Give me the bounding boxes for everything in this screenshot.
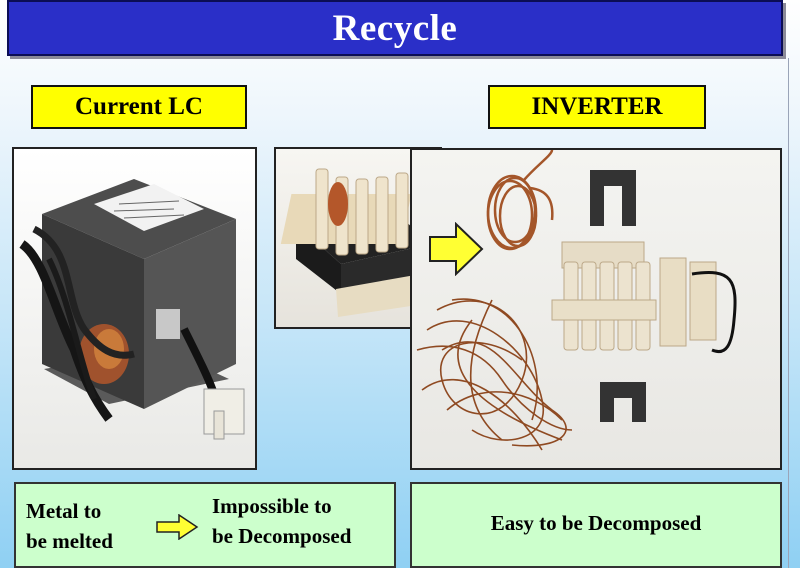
right-arrow-icon: [155, 513, 199, 541]
slide-title: Recycle: [332, 7, 458, 49]
inverter-label-text: INVERTER: [531, 93, 663, 120]
right-arrow-icon: [428, 221, 484, 277]
inverter-disassembled-parts-photo: [410, 148, 782, 470]
slide-edge-divider: [788, 58, 789, 568]
current-lc-label-text: Current LC: [74, 93, 203, 120]
inverter-label: INVERTER: [488, 85, 706, 129]
current-lc-note: Metal to be melted: [26, 496, 113, 556]
result-note-line2: be Decomposed: [212, 524, 352, 548]
current-lc-note-line2: be melted: [26, 529, 113, 553]
current-lc-transformer-photo: [12, 147, 257, 470]
current-lc-label: Current LC: [31, 85, 247, 129]
current-lc-note-box: [14, 482, 396, 568]
inverter-note: Easy to be Decomposed: [490, 511, 702, 535]
current-lc-result-note: Impossible to be Decomposed: [212, 491, 351, 551]
title-bar: Recycle: [7, 0, 783, 56]
inverter-note-box: [410, 482, 782, 568]
result-note-line1: Impossible to: [212, 494, 332, 518]
current-lc-note-line1: Metal to: [26, 499, 102, 523]
